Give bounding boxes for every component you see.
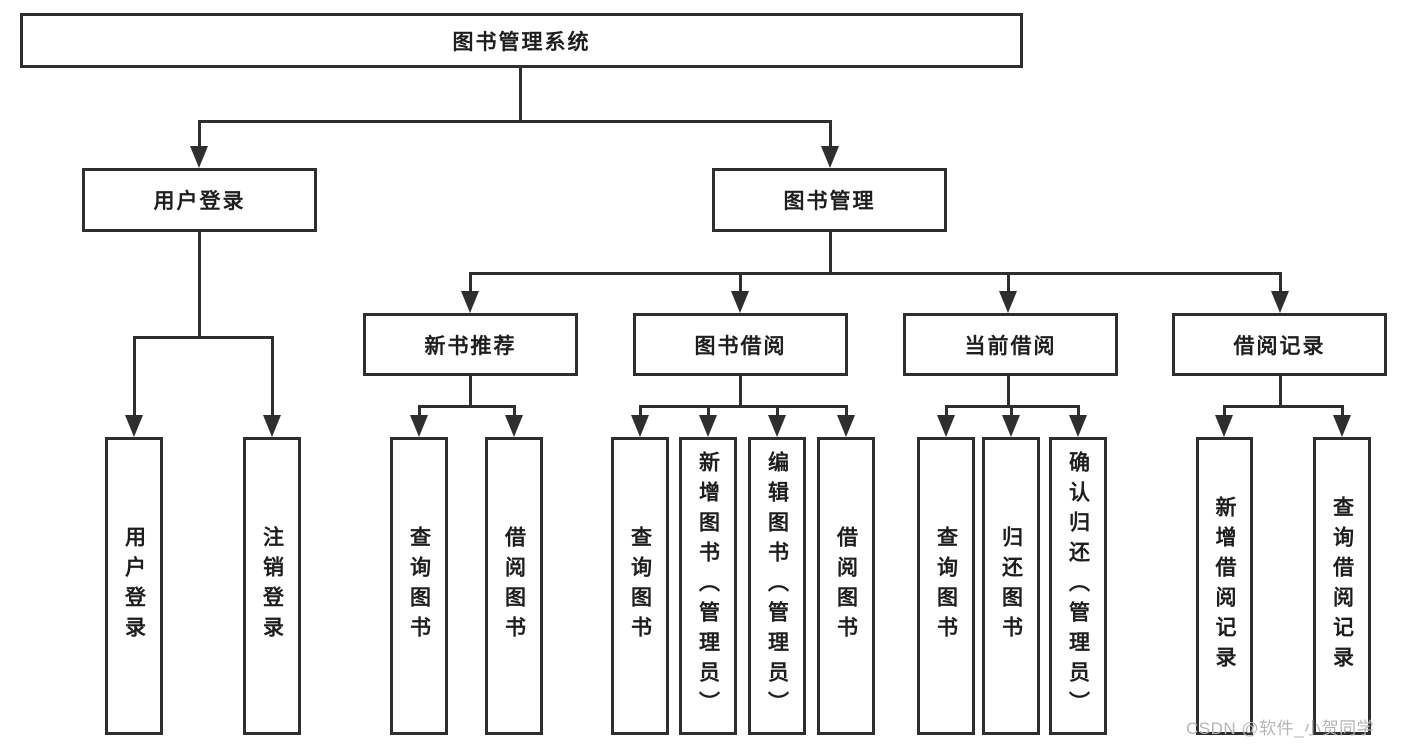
connector-drop bbox=[945, 405, 948, 417]
node-label: 借阅记录 bbox=[1233, 334, 1326, 358]
node-label: 图书借阅 bbox=[694, 334, 787, 358]
node-book-management: 图书管理 bbox=[712, 168, 947, 232]
connector-stem bbox=[1007, 375, 1010, 408]
leaf-query-borrow-record: 查询借阅记录 bbox=[1313, 437, 1371, 735]
node-label: 查询图书 bbox=[407, 526, 431, 646]
arrowhead-down-icon bbox=[410, 415, 428, 437]
leaf-logout: 注销登录 bbox=[243, 437, 301, 735]
arrowhead-down-icon bbox=[461, 291, 479, 313]
leaf-user-login: 用户登录 bbox=[105, 437, 163, 735]
node-label: 用户登录 bbox=[122, 526, 146, 646]
connector-root-stem bbox=[519, 68, 522, 123]
connector-drop bbox=[133, 336, 136, 417]
node-label: 查询图书 bbox=[934, 526, 958, 646]
leaf-query-books-borrowing: 查询图书 bbox=[611, 437, 669, 735]
leaf-query-books-current: 查询图书 bbox=[917, 437, 975, 735]
leaf-query-books-recommend: 查询图书 bbox=[390, 437, 448, 735]
node-label: 查询借阅记录 bbox=[1330, 496, 1354, 676]
connector-drop bbox=[513, 405, 516, 417]
leaf-confirm-return-admin: 确认归还（管理员） bbox=[1049, 437, 1107, 735]
connector-drop bbox=[776, 405, 779, 417]
connector-drop bbox=[418, 405, 421, 417]
leaf-borrow-books: 借阅图书 bbox=[817, 437, 875, 735]
node-borrowing-records: 借阅记录 bbox=[1172, 313, 1387, 376]
connector-drop bbox=[1010, 405, 1013, 417]
connector-drop bbox=[271, 336, 274, 417]
connector-drop bbox=[739, 272, 742, 293]
node-label: 归还图书 bbox=[999, 526, 1023, 646]
connector-stem bbox=[1279, 375, 1282, 408]
connector-rail bbox=[418, 405, 516, 408]
arrowhead-down-icon bbox=[125, 415, 143, 437]
arrowhead-down-icon bbox=[1271, 291, 1289, 313]
connector-drop bbox=[1007, 272, 1010, 293]
connector-drop bbox=[707, 405, 710, 417]
connector-drop bbox=[1279, 272, 1282, 293]
connector-drop bbox=[1077, 405, 1080, 417]
node-user-login: 用户登录 bbox=[82, 168, 317, 232]
arrowhead-down-icon bbox=[1215, 415, 1233, 437]
arrowhead-down-icon bbox=[1069, 415, 1087, 437]
node-label: 新书推荐 bbox=[424, 334, 517, 358]
node-label: 借阅图书 bbox=[834, 526, 858, 646]
arrowhead-down-icon bbox=[999, 291, 1017, 313]
connector-user-login-stem bbox=[198, 232, 201, 339]
leaf-borrow-books-recommend: 借阅图书 bbox=[485, 437, 543, 735]
connector-drop bbox=[639, 405, 642, 417]
arrowhead-down-icon bbox=[731, 291, 749, 313]
node-label: 注销登录 bbox=[260, 526, 284, 646]
connector-root-rail bbox=[198, 120, 832, 123]
connector-rail bbox=[1223, 405, 1343, 408]
arrowhead-down-icon bbox=[631, 415, 649, 437]
connector-drop bbox=[829, 120, 832, 148]
arrowhead-down-icon bbox=[699, 415, 717, 437]
node-label: 新增借阅记录 bbox=[1213, 496, 1236, 676]
connector-drop bbox=[469, 272, 472, 293]
node-book-borrowing: 图书借阅 bbox=[633, 313, 848, 376]
leaf-add-books-admin: 新增图书（管理员） bbox=[679, 437, 737, 735]
connector-stem bbox=[739, 375, 742, 408]
arrowhead-down-icon bbox=[937, 415, 955, 437]
arrowhead-down-icon bbox=[821, 146, 839, 168]
connector-book-mgmt-rail bbox=[469, 272, 1281, 275]
connector-drop bbox=[198, 120, 201, 148]
node-library-system: 图书管理系统 bbox=[20, 13, 1023, 68]
node-label: 图书管理系统 bbox=[452, 30, 591, 54]
node-label: 新增图书（管理员） bbox=[696, 451, 720, 721]
connector-drop bbox=[1341, 405, 1344, 417]
node-label: 查询图书 bbox=[628, 526, 652, 646]
connector-user-login-rail bbox=[133, 336, 274, 339]
arrowhead-down-icon bbox=[263, 415, 281, 437]
csdn-watermark: CSDN @软件_小贺同学 bbox=[1186, 719, 1375, 738]
node-label: 用户登录 bbox=[153, 190, 246, 213]
node-label: 当前借阅 bbox=[964, 334, 1057, 358]
arrowhead-down-icon bbox=[837, 415, 855, 437]
node-current-borrowing: 当前借阅 bbox=[903, 313, 1118, 376]
connector-drop bbox=[1223, 405, 1226, 417]
arrowhead-down-icon bbox=[190, 146, 208, 168]
leaf-edit-books-admin: 编辑图书（管理员） bbox=[748, 437, 806, 735]
node-label: 图书管理 bbox=[783, 190, 876, 213]
node-label: 确认归还（管理员） bbox=[1066, 451, 1090, 721]
arrowhead-down-icon bbox=[505, 415, 523, 437]
arrowhead-down-icon bbox=[1333, 415, 1351, 437]
node-new-book-recommendation: 新书推荐 bbox=[363, 313, 578, 376]
connector-book-mgmt-stem bbox=[829, 232, 832, 275]
leaf-return-books: 归还图书 bbox=[982, 437, 1040, 735]
node-label: 编辑图书（管理员） bbox=[765, 451, 789, 721]
connector-drop bbox=[845, 405, 848, 417]
arrowhead-down-icon bbox=[1002, 415, 1020, 437]
arrowhead-down-icon bbox=[768, 415, 786, 437]
leaf-add-borrow-record: 新增借阅记录 bbox=[1196, 437, 1253, 735]
connector-rail bbox=[639, 405, 847, 408]
node-label: 借阅图书 bbox=[502, 526, 526, 646]
connector-stem bbox=[469, 375, 472, 408]
